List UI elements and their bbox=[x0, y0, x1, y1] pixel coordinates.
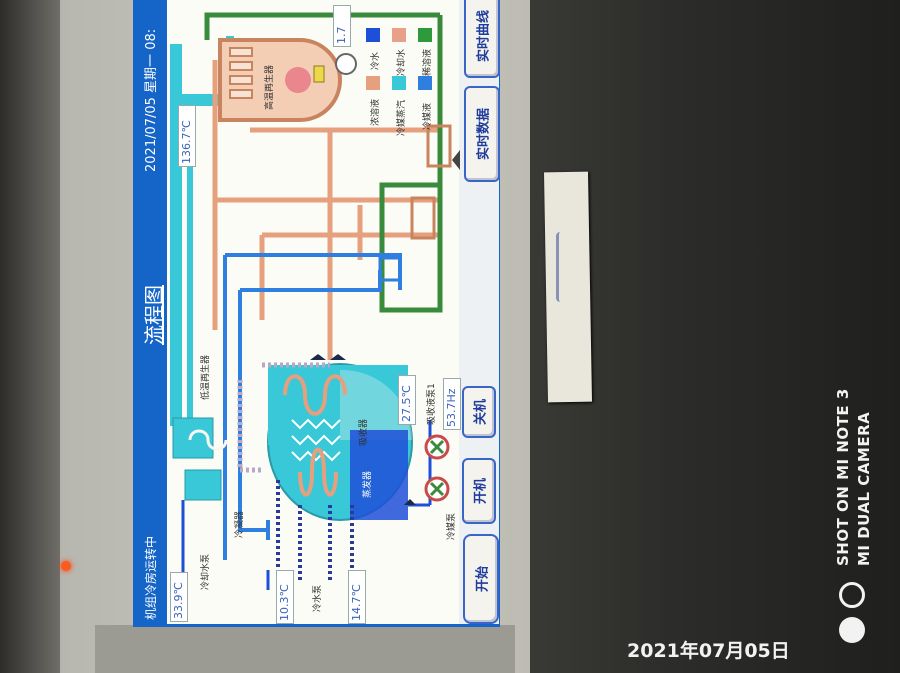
absorber-evaporator-shell bbox=[267, 363, 413, 521]
camera-logo-ring-icon bbox=[839, 582, 865, 608]
legend-label-concentrated: 浓溶液 bbox=[371, 98, 381, 126]
burner-icon bbox=[313, 65, 325, 83]
start-button[interactable]: 开始 bbox=[463, 534, 499, 624]
page-title: 流程图 bbox=[142, 285, 166, 345]
low-temp-generator bbox=[172, 417, 228, 501]
chilled-in-temp-value: 14.7℃ bbox=[348, 570, 366, 624]
bezel-dark-edge bbox=[0, 0, 60, 673]
blower-icon bbox=[335, 53, 357, 75]
generator-temp-value: 136.7℃ bbox=[178, 105, 196, 167]
legend-swatch-cooling bbox=[392, 28, 406, 42]
expansion-valve-icon bbox=[310, 354, 416, 505]
dilute-solution-pipe bbox=[204, 12, 443, 313]
label-hp-generator: 高温再生器 bbox=[265, 64, 275, 110]
condensate-line bbox=[378, 256, 402, 282]
label-condenser: 冷凝器 bbox=[235, 510, 245, 538]
datetime-display: 2021/07/05 星期一 08: bbox=[144, 28, 159, 172]
legend-swatch-chilled bbox=[366, 28, 380, 42]
legend-label-dilute: 稀溶液 bbox=[423, 48, 433, 76]
generator-tubes bbox=[229, 47, 253, 99]
label-chilled-pump: 冷水泵 bbox=[313, 584, 323, 612]
condenser-beaded-tube bbox=[237, 362, 330, 473]
absorber-temp-value: 27.5℃ bbox=[398, 375, 416, 425]
pump-frequency-value: 53.7Hz bbox=[443, 378, 461, 430]
legend: 冷水 冷却水 稀溶液 浓溶液 冷媒蒸汽 冷媒液 bbox=[360, 28, 440, 136]
label-lp-generator: 低温再生器 bbox=[201, 354, 211, 400]
solution-pump-icon bbox=[424, 434, 450, 460]
burner-flame-icon bbox=[285, 67, 311, 93]
label-refrigerant-pump: 冷媒泵 bbox=[447, 512, 457, 540]
label-evaporator: 蒸发器 bbox=[363, 470, 373, 498]
legend-label-refrigerant: 冷媒液 bbox=[423, 102, 433, 130]
solution-pipes bbox=[212, 60, 440, 360]
legend-swatch-vapor bbox=[392, 76, 406, 90]
legend-label-cooling: 冷却水 bbox=[397, 48, 407, 76]
bezel-bottom bbox=[95, 625, 515, 673]
refrigerant-pump-icon bbox=[424, 476, 450, 502]
camera-watermark-line2: MI DUAL CAMERA bbox=[855, 411, 873, 566]
high-temp-generator bbox=[218, 38, 342, 122]
legend-swatch-concentrated bbox=[366, 76, 380, 90]
legend-swatch-refrigerant bbox=[418, 76, 432, 90]
power-led-icon bbox=[61, 561, 71, 571]
legend-swatch-dilute bbox=[418, 28, 432, 42]
label-cooling-pump: 冷却水泵 bbox=[201, 553, 211, 590]
legend-label-vapor: 冷媒蒸汽 bbox=[397, 99, 407, 136]
heat-exchanger bbox=[410, 124, 452, 240]
cooling-water-temp-value: 33.9℃ bbox=[170, 572, 188, 622]
cooling-coils bbox=[283, 374, 347, 497]
label-absorber: 吸收器 bbox=[359, 418, 369, 446]
label-solution-pump: 吸收液泵1 bbox=[427, 383, 437, 425]
legend-label-chilled: 冷水 bbox=[371, 51, 381, 70]
spray-header bbox=[291, 418, 341, 462]
power-off-button[interactable]: 关机 bbox=[462, 386, 496, 438]
screen-arrow-icon bbox=[452, 150, 460, 170]
chilled-tube-bundle bbox=[276, 480, 354, 580]
realtime-curve-button[interactable]: 实时曲线 bbox=[464, 0, 500, 78]
status-text: 机组冷房运转中 bbox=[144, 535, 158, 620]
realtime-data-button[interactable]: 实时数据 bbox=[464, 86, 500, 182]
power-on-button[interactable]: 开机 bbox=[462, 458, 496, 524]
note-scribble-icon bbox=[556, 232, 581, 302]
photo-timestamp: 2021年07月05日 bbox=[627, 640, 790, 662]
chilled-out-temp-value: 10.3℃ bbox=[276, 570, 294, 624]
camera-logo-dot-icon bbox=[839, 617, 865, 643]
camera-watermark-line1: SHOT ON MI NOTE 3 bbox=[834, 388, 852, 566]
top-readout-value: 1.7 bbox=[333, 5, 351, 47]
